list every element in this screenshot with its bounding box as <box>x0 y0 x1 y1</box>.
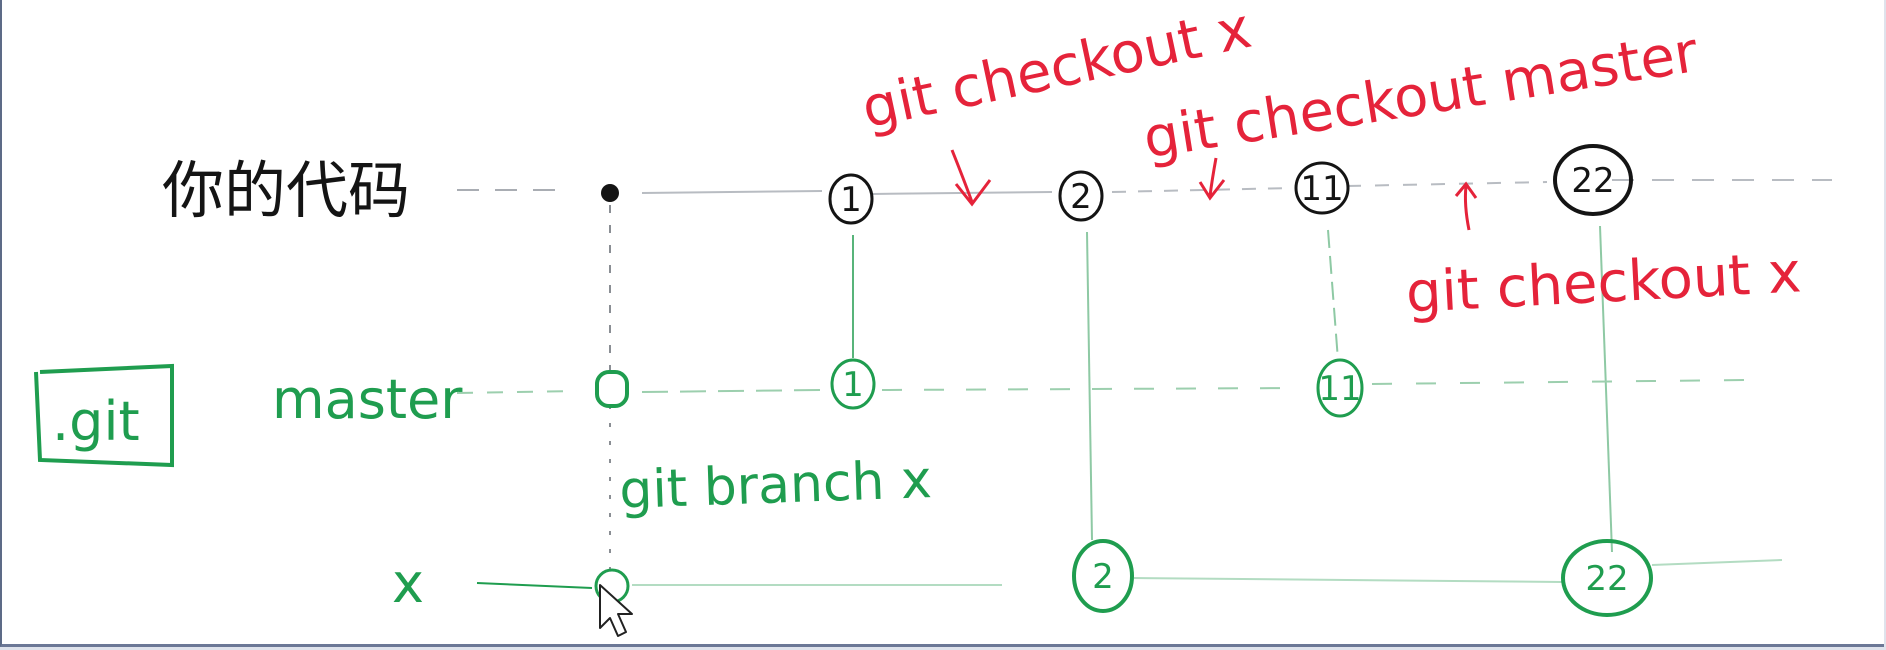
master-row-line-2 <box>881 387 1303 391</box>
cmd-git-branch-x: git branch x <box>618 450 932 521</box>
arrow-checkout-x-bottom <box>1454 181 1478 231</box>
arrow-checkout-master <box>1198 157 1226 201</box>
x-node-22: 22 <box>1561 539 1653 617</box>
row-label-branch-x: x <box>392 552 424 615</box>
working-row-line-1 <box>641 190 823 194</box>
svg-text:11: 11 <box>1318 369 1361 409</box>
master-node-1: 1 <box>830 358 876 410</box>
arrow-checkout-x-top <box>950 149 992 207</box>
svg-text:22: 22 <box>1585 559 1628 599</box>
working-node-1: 1 <box>828 173 874 225</box>
working-node-22: 22 <box>1553 144 1633 216</box>
working-node-11: 11 <box>1294 161 1350 215</box>
svg-text:22: 22 <box>1571 161 1614 201</box>
x-node-2: 2 <box>1072 539 1134 613</box>
svg-text:2: 2 <box>1070 177 1092 217</box>
working-row-line-3 <box>1111 187 1293 193</box>
svg-text:1: 1 <box>842 365 864 405</box>
svg-text:2: 2 <box>1092 557 1114 597</box>
row-label-git: .git <box>52 390 140 453</box>
connector-node22-to-x <box>1599 225 1613 553</box>
master-row-guide-start <box>456 390 578 394</box>
connector-node2-to-x <box>1086 231 1093 541</box>
connector-node11-to-master <box>1327 229 1339 361</box>
git-repo-box: .git <box>34 363 174 468</box>
x-row-line-2 <box>1133 577 1563 583</box>
initial-commit-dot <box>601 184 619 202</box>
mouse-pointer-icon <box>599 584 633 637</box>
master-initial-node <box>595 370 629 408</box>
x-row-guide-end <box>1651 559 1783 566</box>
working-row-line-4 <box>1346 181 1548 187</box>
row-label-master: master <box>272 368 463 431</box>
master-row-line-3 <box>1371 379 1748 385</box>
svg-text:1: 1 <box>840 180 862 220</box>
svg-text:11: 11 <box>1300 169 1343 209</box>
master-row-line-1 <box>641 389 823 393</box>
cmd-git-checkout-x-bottom: git checkout x <box>1404 240 1802 326</box>
row-label-working-code: 你的代码 <box>162 154 410 227</box>
master-node-11: 11 <box>1316 358 1364 418</box>
x-row-guide-start <box>476 582 593 589</box>
working-node-2: 2 <box>1058 170 1104 222</box>
